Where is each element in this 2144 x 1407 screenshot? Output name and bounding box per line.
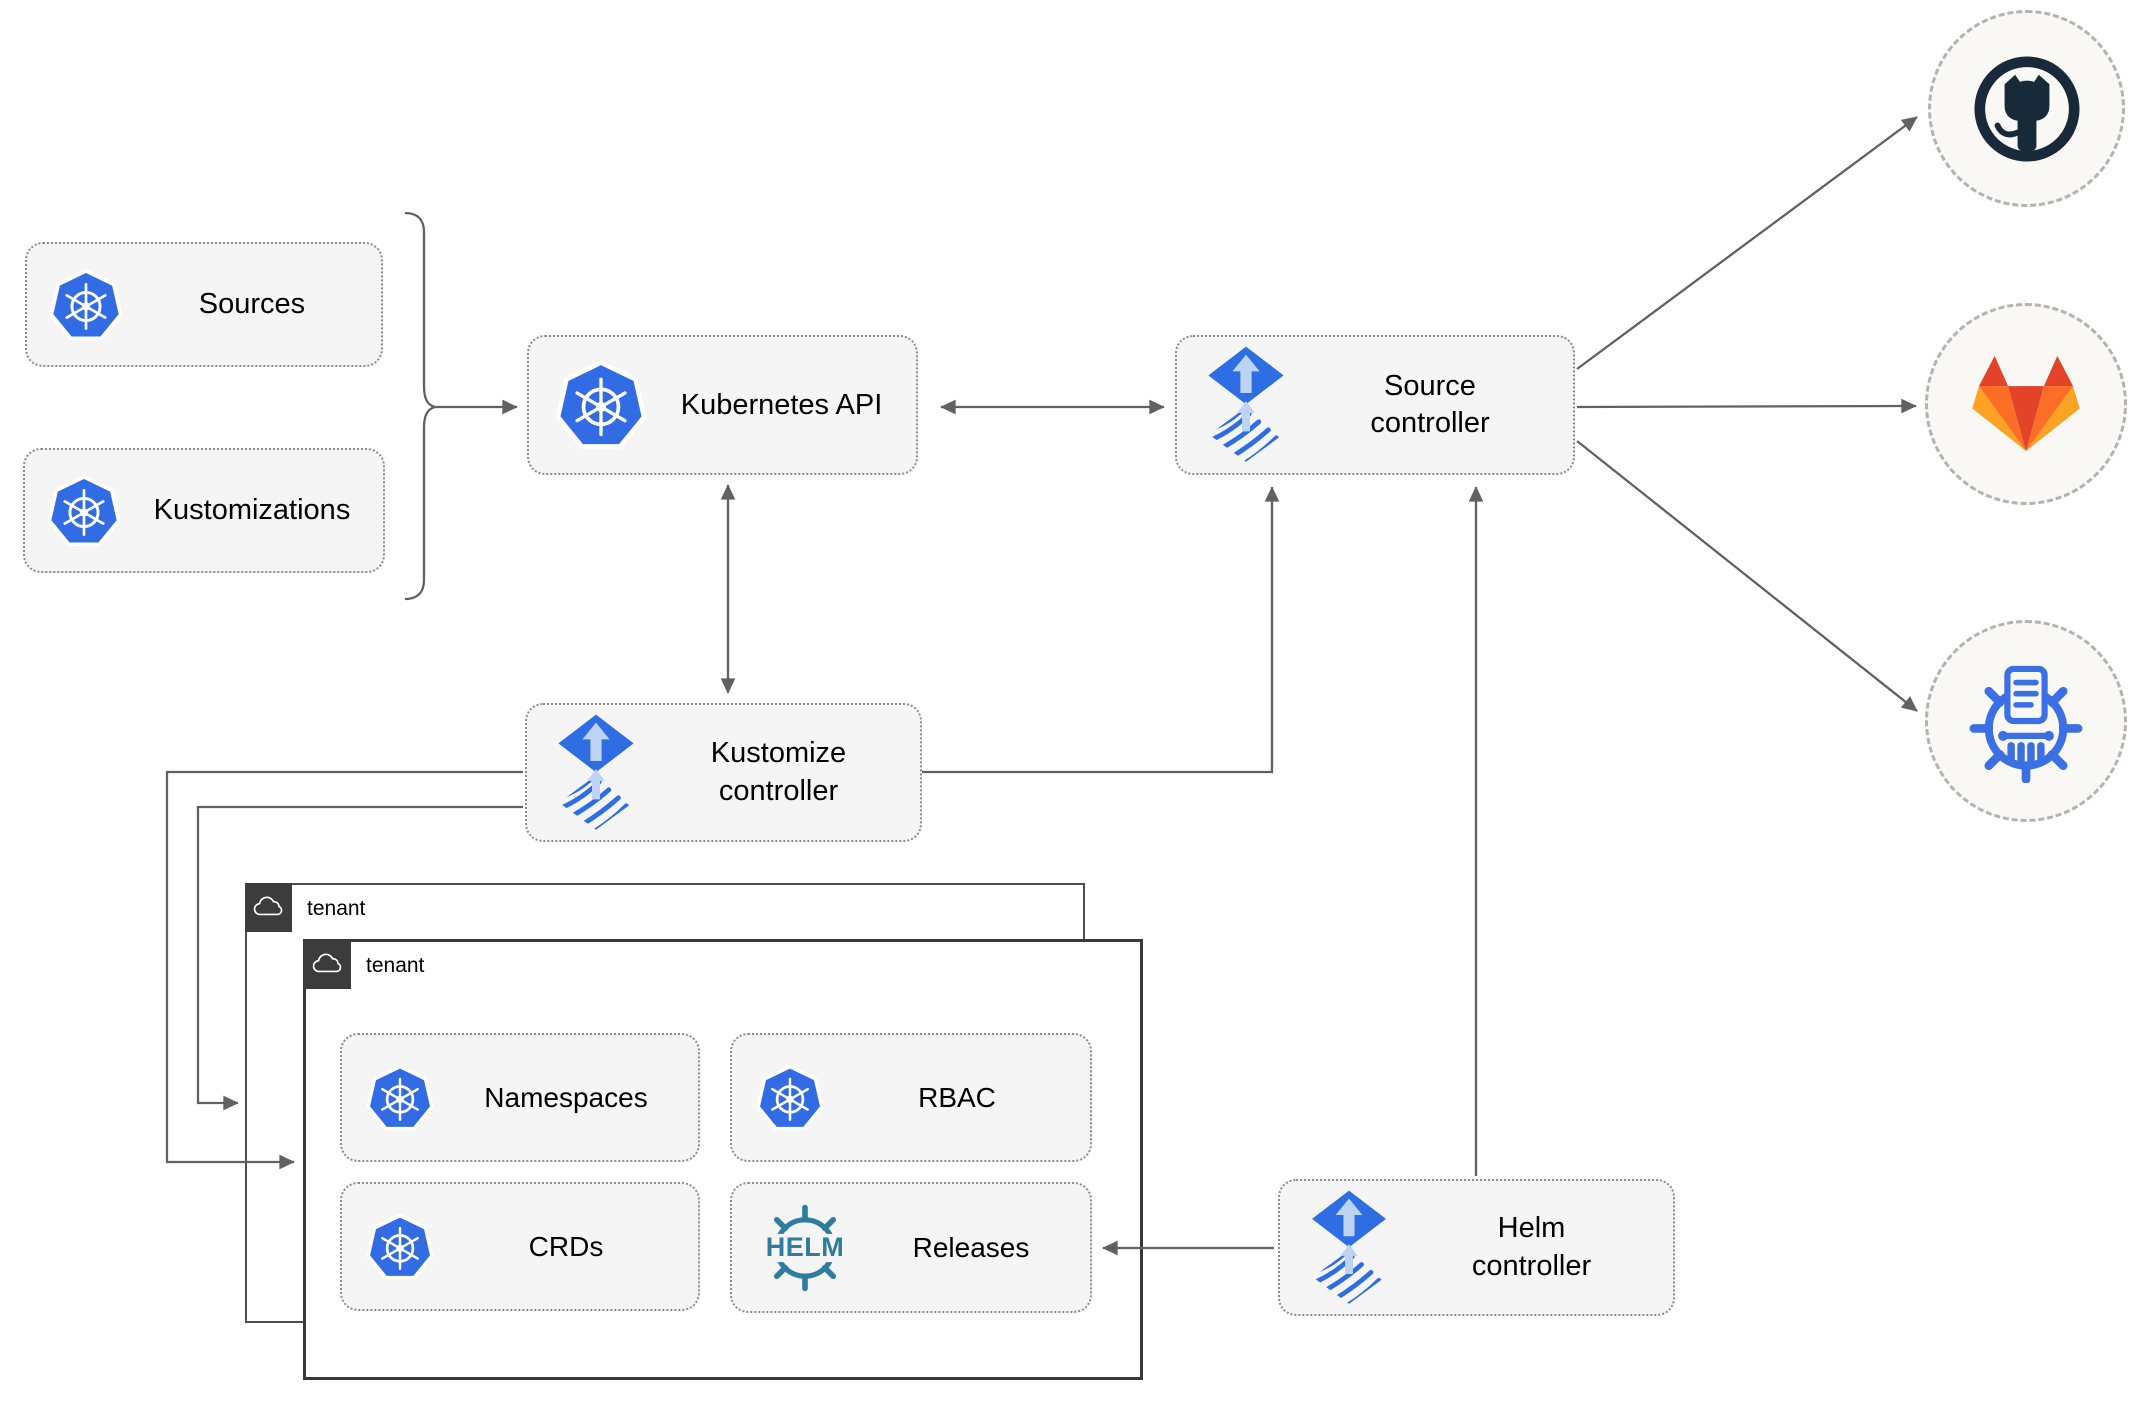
- helm-icon: HELM: [758, 1201, 852, 1295]
- kubernetes-icon: [555, 359, 647, 451]
- edge-kustomize-source: [922, 486, 1280, 774]
- flux-icon: [555, 713, 637, 833]
- kubernetes-icon: [366, 1064, 434, 1132]
- gitlab-icon: [1972, 355, 2080, 452]
- node-kubernetes-api: Kubernetes API: [527, 335, 918, 475]
- node-label: Kustomize controller: [710, 737, 847, 807]
- gitlab-repository-circle: [1925, 303, 2127, 505]
- kubernetes-icon: [366, 1213, 434, 1281]
- node-label: Helm controller: [1471, 1212, 1592, 1282]
- helm-wordmark: HELM: [765, 1232, 845, 1262]
- node-label: Sources: [198, 288, 306, 320]
- tenant-label: tenant: [307, 897, 366, 920]
- tenant-label: tenant: [366, 954, 425, 977]
- kubernetes-icon: [47, 474, 121, 548]
- node-namespaces: Namespaces: [340, 1033, 700, 1162]
- brace-sources-group: [404, 211, 436, 601]
- github-icon: [1973, 55, 2080, 162]
- flux-icon: [1205, 345, 1287, 465]
- tenant-tab: [245, 883, 292, 932]
- node-kustomizations: Kustomizations: [23, 448, 385, 573]
- kubernetes-icon: [49, 268, 123, 342]
- node-label: CRDs: [528, 1230, 604, 1262]
- kubernetes-icon: [756, 1064, 824, 1132]
- chartmuseum-icon: [1969, 665, 2083, 783]
- node-label: Kustomizations: [153, 494, 351, 526]
- edge-source-chartmuseum: [1576, 440, 1918, 712]
- node-helm-controller: Helm controller: [1278, 1179, 1675, 1316]
- node-label: Source controller: [1370, 369, 1490, 439]
- flux-icon: [1308, 1189, 1390, 1307]
- node-releases: HELM Releases: [730, 1182, 1092, 1313]
- node-label: Namespaces: [484, 1081, 648, 1113]
- node-crds: CRDs: [340, 1182, 700, 1311]
- node-kustomize-controller: Kustomize controller: [525, 703, 922, 842]
- node-label: Kubernetes API: [680, 388, 883, 421]
- github-repository-circle: [1928, 10, 2125, 207]
- tenant-tab: [304, 940, 351, 989]
- cloud-icon: [312, 953, 342, 973]
- node-label: RBAC: [918, 1081, 996, 1113]
- edge-source-gitlab: [1576, 398, 1917, 414]
- chartmuseum-repository-circle: [1925, 620, 2127, 822]
- node-source-controller: Source controller: [1175, 335, 1575, 475]
- node-rbac: RBAC: [730, 1033, 1092, 1162]
- node-label: Releases: [912, 1231, 1030, 1263]
- cloud-icon: [253, 896, 283, 916]
- edge-source-github: [1576, 116, 1918, 370]
- node-sources: Sources: [25, 242, 383, 367]
